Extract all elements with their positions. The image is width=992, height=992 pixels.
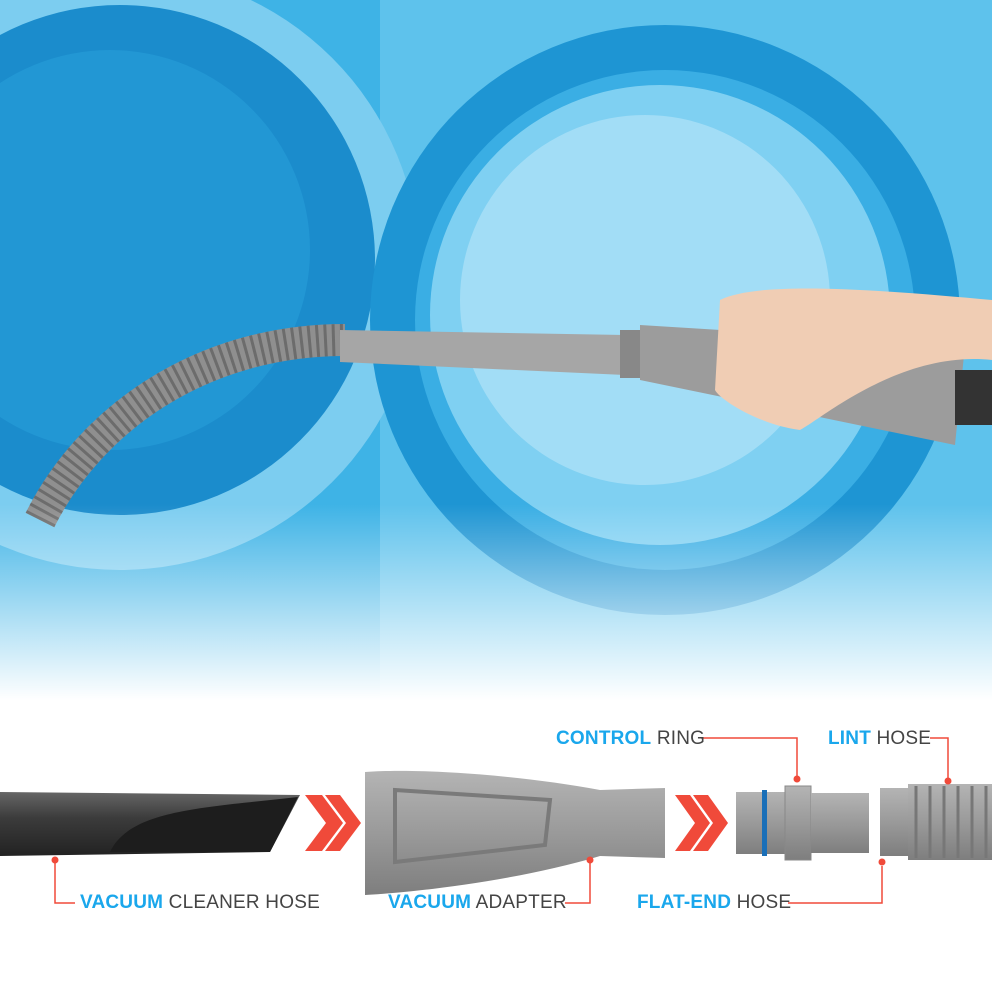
label-lint-hose: LINT HOSE <box>828 728 931 750</box>
control-ring-part <box>736 785 869 861</box>
label-text: HOSE <box>736 892 792 913</box>
adapter-ridges <box>393 787 553 865</box>
callout-lines <box>54 737 949 904</box>
callout-dots <box>51 775 952 866</box>
chevron-arrow-icon <box>675 795 728 851</box>
dryer-photo <box>0 0 992 700</box>
label-text: RING <box>656 728 706 749</box>
label-highlight: VACUUM <box>388 892 472 913</box>
label-highlight: FLAT-END <box>637 892 732 913</box>
lint-hose-part <box>880 784 992 860</box>
label-text: CLEANER HOSE <box>168 892 320 913</box>
label-highlight: CONTROL <box>556 728 652 749</box>
label-highlight: VACUUM <box>80 892 164 913</box>
label-vacuum-cleaner-hose: VACUUM CLEANER HOSE <box>80 892 320 914</box>
label-flat-end-hose: FLAT-END HOSE <box>637 892 791 914</box>
label-highlight: LINT <box>828 728 872 749</box>
vacuum-cleaner-hose <box>0 792 300 856</box>
label-vacuum-adapter: VACUUM ADAPTER <box>388 892 567 914</box>
label-control-ring: CONTROL RING <box>556 728 705 750</box>
label-text: ADAPTER <box>475 892 567 913</box>
label-text: HOSE <box>876 728 932 749</box>
chevron-arrow-icon <box>305 795 361 851</box>
vacuum-adapter <box>365 770 665 895</box>
